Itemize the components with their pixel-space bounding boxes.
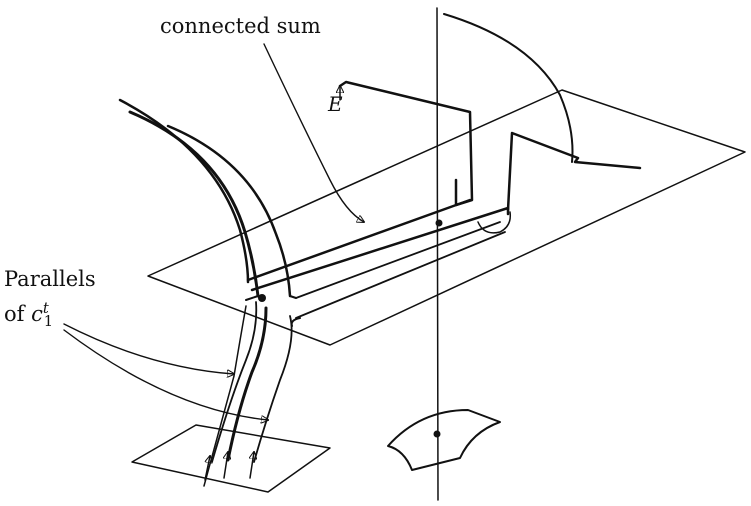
parallels-pointer-2 <box>63 329 268 420</box>
c-subscript: 1 <box>43 313 54 331</box>
lower-strand-1 <box>211 301 258 463</box>
band-right-curl <box>477 211 512 234</box>
lower-strand-4 <box>203 305 247 487</box>
strand-arrow-2 <box>224 452 228 479</box>
upper-curved-sheet <box>443 13 574 163</box>
large-plane <box>147 89 746 346</box>
upper-left-curve-1 <box>118 98 250 284</box>
connected-sum-label: connected sum <box>160 14 321 38</box>
right-loop <box>506 131 642 212</box>
connected-sum-band-lower <box>295 221 506 319</box>
lower-strand-3 <box>253 315 293 463</box>
strand-arrow-1 <box>204 456 210 481</box>
parallels-label: Parallels of ct1 <box>4 264 96 337</box>
strand-arrow-3 <box>250 452 254 479</box>
small-plane <box>131 424 331 493</box>
upper-left-curve-3 <box>166 124 292 298</box>
c-superscript: t <box>42 300 49 317</box>
axis-plane-point <box>435 219 443 227</box>
parallels-label-line2: of ct1 <box>4 294 96 337</box>
e-loop <box>338 80 474 207</box>
parallels-label-line1: Parallels <box>4 267 96 291</box>
parallels-of: of <box>4 302 25 326</box>
parallels-pointer-1 <box>63 323 234 374</box>
vertical-axis <box>436 7 439 501</box>
c-symbol: c <box>31 302 43 326</box>
connected-sum-pointer <box>263 43 364 222</box>
lower-strand-2 <box>226 306 268 462</box>
strand-plane-point <box>258 294 266 302</box>
axis-patch-point <box>433 430 441 438</box>
upper-left-curve-2 <box>128 110 260 298</box>
e-label: E <box>328 92 343 116</box>
bottom-curved-patch <box>387 409 501 471</box>
